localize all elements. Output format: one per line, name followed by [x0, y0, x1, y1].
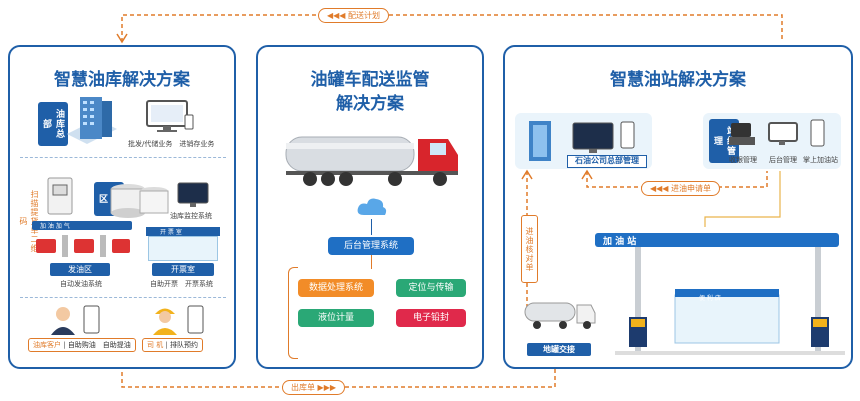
canopy-sign: 加 油 加 气	[40, 223, 70, 230]
bracket	[288, 267, 298, 359]
ticket-sign: 开 票 室	[160, 229, 182, 236]
client-tag: 油库客户 | 自助购油 自助提油	[28, 338, 136, 352]
cloud-line	[371, 219, 372, 235]
admin-monitor-icon	[768, 122, 798, 145]
scanner-icon	[47, 177, 73, 215]
level-metering-box: 液位计量	[298, 309, 374, 327]
computer-icon	[146, 100, 194, 132]
client-tag-rest: 自助购油 自助提油	[67, 341, 131, 349]
divider-1	[20, 157, 226, 158]
building-icon	[67, 97, 117, 144]
client-avatar-icon	[51, 307, 75, 335]
cloud-icon	[357, 198, 387, 215]
client-tag-orange: 油库客户	[33, 341, 61, 349]
gas-area-label: 发油区	[50, 263, 110, 276]
bottom-arrow-label: 出库单 ▶▶▶	[282, 380, 345, 395]
hq-caption: 批发/代储业务 进销存业务	[128, 140, 215, 148]
fuel-trucks-icon	[36, 235, 130, 257]
mgmt-caption-2: 后台管理	[769, 156, 797, 164]
monitor-caption: 油库监控系统	[170, 212, 212, 220]
small-tanker-icon	[524, 302, 596, 329]
driver-phone-icon	[187, 305, 204, 334]
ticket-label: 开票室	[152, 263, 214, 276]
divider-2	[20, 297, 226, 298]
hq-caption: 石油公司总部管理	[567, 155, 647, 168]
tanker-title-2: 解决方案	[336, 94, 404, 114]
mobile-station-icon	[810, 119, 825, 147]
oil-depot-title: 智慧油库解决方案	[54, 70, 190, 90]
station-panel: 智慧油站解决方案 石油公司总部管理 站级管理 收银管理 后台管理 掌上加油站 ◀…	[503, 45, 853, 369]
backend-system-box: 后台管理系统	[328, 237, 414, 255]
top-arrow-label: ◀◀◀ 配送计划	[318, 8, 389, 23]
driver-avatar-icon	[153, 308, 177, 335]
station-title: 智慧油站解决方案	[610, 70, 746, 90]
data-processing-box: 数据处理系统	[298, 279, 374, 297]
ticket-caption: 自助开票 开票系统	[150, 280, 213, 288]
top-arrow-text: 配送计划	[348, 11, 380, 20]
request-arrow-label: ◀◀◀ 进油申请单	[641, 181, 720, 196]
ticket-building	[148, 236, 218, 261]
backend-line	[371, 255, 372, 269]
hq-phone-icon	[620, 121, 635, 149]
mgmt-caption-3: 掌上加油站	[803, 156, 838, 164]
hq-label: 油库总部	[38, 102, 68, 146]
phone-icon	[83, 305, 100, 334]
monitor-icon	[177, 182, 209, 207]
mgmt-caption-1: 收银管理	[729, 156, 757, 164]
e-seal-box: 电子铅封	[396, 309, 466, 327]
depot-canopy: 加 油 加 气	[32, 221, 132, 230]
driver-tag-rest: 排队预约	[170, 341, 199, 349]
station-canopy: 加 油 站	[595, 233, 839, 247]
hq-building-icon	[529, 121, 551, 161]
request-arrow-text: 进油申请单	[671, 184, 711, 193]
canopy-text: 加 油 站	[603, 237, 637, 247]
cashier-icon	[729, 123, 755, 145]
positioning-box: 定位与传输	[396, 279, 466, 297]
ticket-roof: 开 票 室	[146, 227, 220, 236]
bottom-arrow-text: 出库单	[291, 383, 315, 392]
verify-vertical-label: 进油核对单	[521, 215, 538, 283]
tanker-panel: 油罐车配送监管 解决方案 后台管理系统 数据处理系统 定位与传输 液位计量 电子…	[256, 45, 484, 369]
shop-sign: 便 利 店	[699, 295, 721, 302]
driver-tag-orange: 司 机	[147, 341, 164, 349]
driver-tag: 司 机 | 排队预约	[142, 338, 204, 352]
gas-area-caption: 自动发油系统	[60, 280, 102, 288]
gas-station-icon	[615, 247, 845, 355]
hq-monitor-icon	[572, 122, 614, 153]
tanker-truck-icon	[285, 136, 458, 186]
storage-tanks-icon	[110, 184, 169, 218]
tanker-title-1: 油罐车配送监管	[310, 70, 430, 90]
oil-depot-panel: 智慧油库解决方案 油库总部 批发/代储业务 进销存业务 扫描提货单二维码 储罐区…	[8, 45, 236, 369]
handover-label: 地罐交接	[527, 343, 591, 356]
